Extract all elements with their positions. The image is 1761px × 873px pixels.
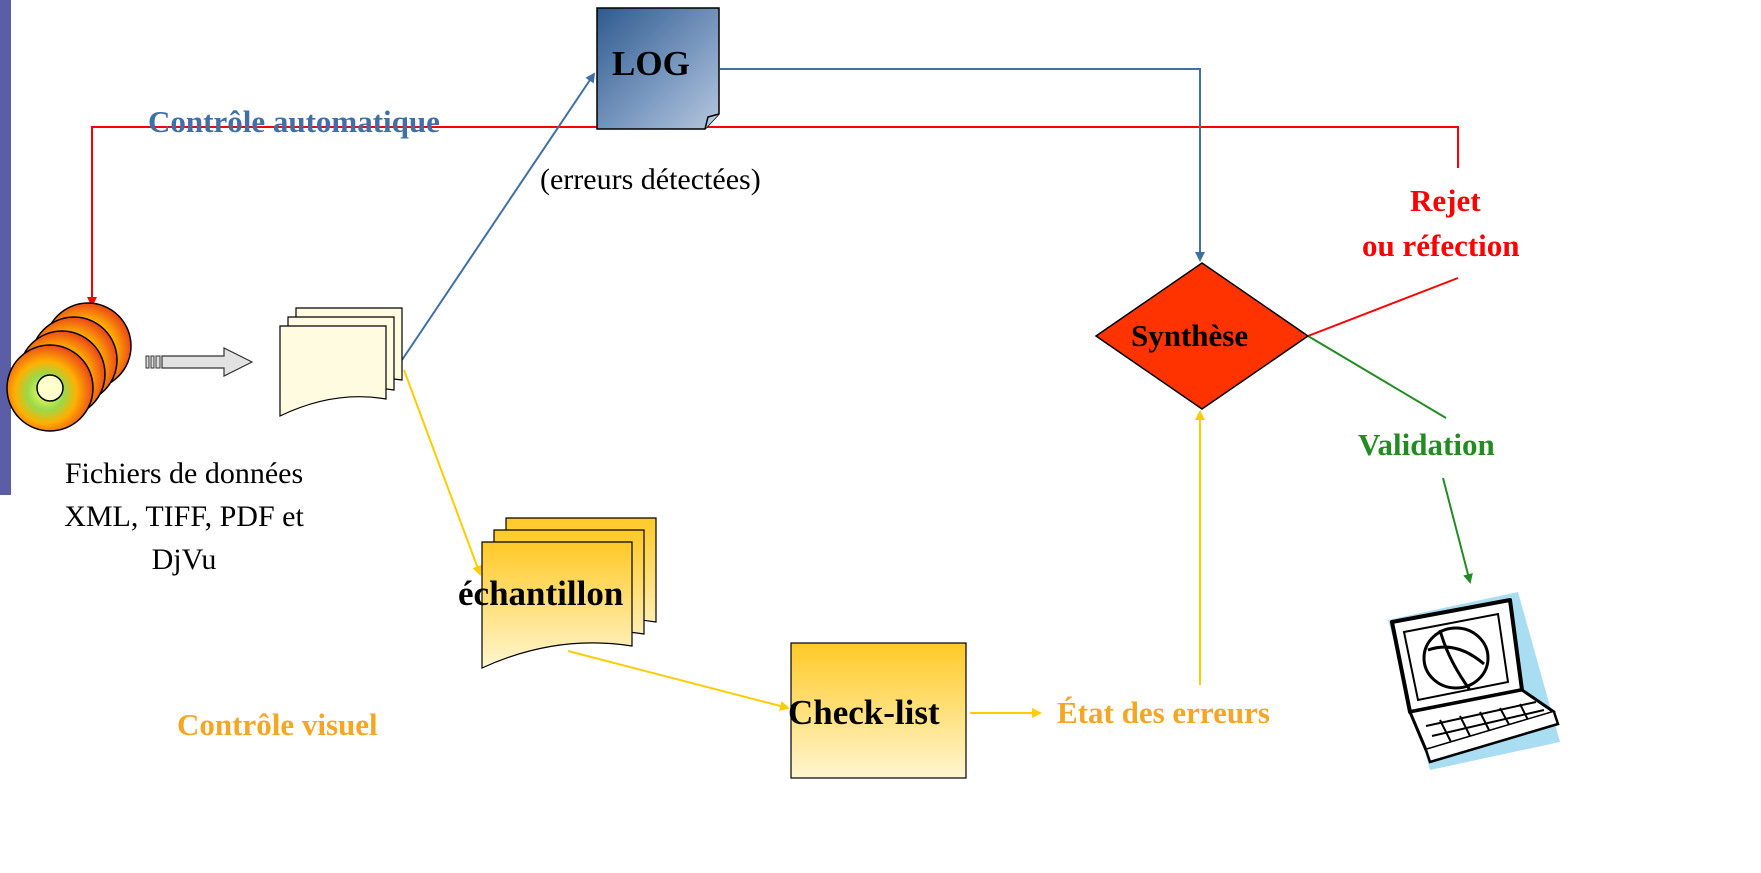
checklist-label: Check-list	[788, 693, 940, 732]
document-stack-icon	[279, 307, 403, 417]
arrow-right-icon	[145, 347, 254, 377]
detected-errors-label: (erreurs détectées)	[540, 163, 761, 196]
log-document-icon	[596, 7, 720, 130]
files-to-log-arrow	[401, 72, 596, 361]
computer-icon	[1388, 592, 1560, 770]
data-files-line-1: Fichiers de données	[64, 457, 304, 490]
checklist-box	[790, 642, 967, 779]
visual-control-label: Contrôle visuel	[177, 707, 378, 742]
synthese-label: Synthèse	[1131, 318, 1249, 353]
files-to-sample-arrow	[403, 369, 482, 576]
data-files-line-2: XML, TIFF, PDF et	[64, 500, 304, 533]
rework-label: ou réfection	[1362, 228, 1520, 263]
reject-feedback-line	[87, 126, 1459, 307]
reject-label: Rejet	[1410, 183, 1481, 218]
automatic-control-label: Contrôle automatique	[148, 104, 440, 139]
log-to-synthese-arrow	[720, 68, 1205, 262]
validation-to-computer-arrow	[1442, 477, 1473, 584]
sample-to-checklist-arrow	[567, 650, 790, 711]
synthese-to-reject-line	[1307, 277, 1459, 337]
synthese-diamond	[1094, 262, 1310, 410]
sample-label: échantillon	[458, 574, 624, 613]
sample-document-stack-icon	[481, 517, 657, 669]
data-files-line-3: DjVu	[151, 543, 217, 576]
sidebar-strip	[0, 0, 11, 495]
cd-stack-icon	[6, 302, 132, 432]
log-label: LOG	[612, 44, 690, 83]
data-files-caption: Fichiers de données XML, TIFF, PDF et Dj…	[14, 452, 354, 581]
error-state-label: État des erreurs	[1057, 695, 1270, 730]
validation-label: Validation	[1358, 427, 1495, 462]
synthese-to-validation-line	[1307, 335, 1447, 419]
